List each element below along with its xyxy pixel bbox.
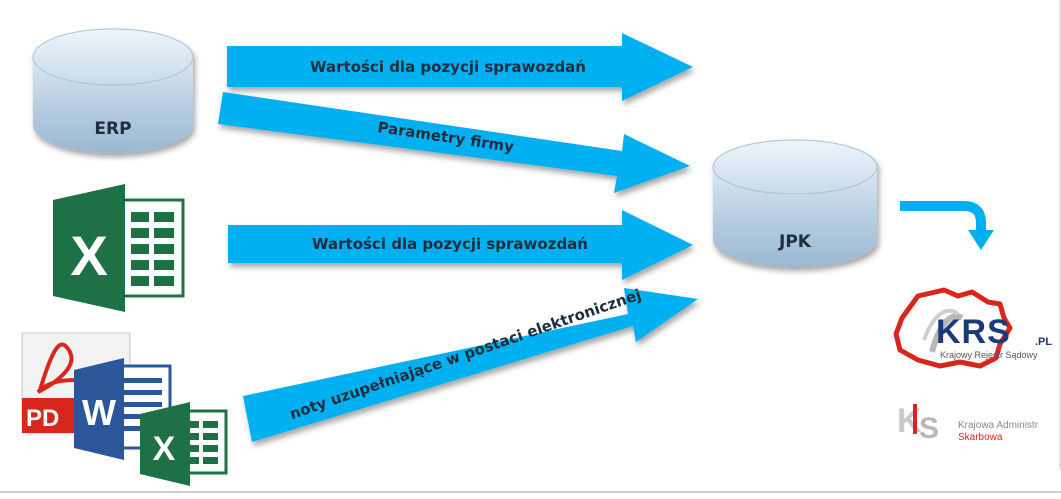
- excel-small-icon: [140, 402, 228, 486]
- arrow-notes-label: noty uzupełniające w postaci elektronicz…: [287, 285, 643, 423]
- curved-arrow-icon: [900, 201, 994, 250]
- kas-line1: Krajowa Administr: [958, 420, 1039, 431]
- krs-caption-text: Krajowy Rejestr Sądowy: [940, 350, 1038, 360]
- krs-logo-icon: [893, 287, 1013, 369]
- kas-line2: Skarbowa: [958, 432, 1003, 443]
- svg-text:S: S: [919, 412, 939, 445]
- erp-database-icon: [32, 28, 194, 153]
- krs-main-text: KRS: [936, 313, 1011, 351]
- arrow-notes: [243, 288, 698, 442]
- excel-small-letter: X: [153, 430, 176, 468]
- word-letter: W: [82, 392, 116, 433]
- pdf-label: PD: [26, 405, 59, 432]
- arrow-values-1: [227, 33, 693, 101]
- erp-label: ERP: [94, 119, 131, 139]
- svg-text:K: K: [897, 402, 922, 440]
- excel-letter: X: [70, 224, 107, 287]
- jpk-label: JPK: [778, 232, 812, 252]
- bottom-border: [0, 491, 1061, 493]
- arrow-company-params: [218, 92, 690, 193]
- arrow-values-2-label: Wartości dla pozycji sprawozdań: [312, 235, 588, 253]
- right-border: [1059, 0, 1061, 470]
- krs-suffix-text: .PL: [1035, 336, 1052, 348]
- arrow-values-2: [228, 210, 693, 280]
- jpk-database-icon: [712, 139, 878, 267]
- arrow-values-1-label: Wartości dla pozycji sprawozdań: [310, 58, 586, 76]
- excel-icon: [53, 184, 185, 312]
- kas-logo-icon: K S: [897, 402, 939, 445]
